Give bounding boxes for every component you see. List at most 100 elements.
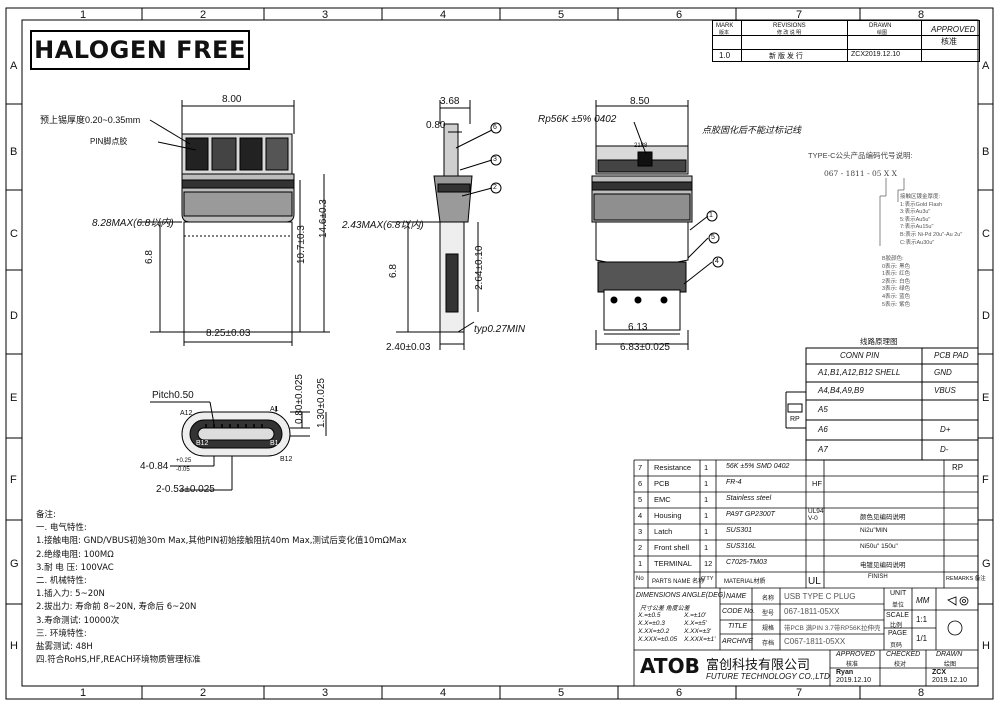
bom-cell-x: UL94 V-0 xyxy=(808,508,824,522)
notes-line: 四.符合RoHS,HF,REACH环境物质管理标准 xyxy=(36,655,201,666)
notes-line: 二. 机械特性: xyxy=(36,576,87,587)
col-label: 5 xyxy=(558,687,565,699)
rev-approved-header-cn: 核准 xyxy=(941,37,957,46)
bom-cell-qty: 12 xyxy=(704,559,713,568)
front-tin-label: 预上锡厚度0.20~0.35mm xyxy=(40,115,141,125)
row-label: F xyxy=(982,474,989,486)
bom-cell-rem: Ni50u" 150u" xyxy=(860,543,898,550)
side-balloon-3: 3 xyxy=(493,156,497,163)
tb-approved-by: Ryan xyxy=(836,669,854,676)
tb-approved-date: 2019.12.10 xyxy=(836,677,872,684)
rev-drawn-value: ZCX2019.12.10 xyxy=(851,51,901,58)
plug-b12: B12 xyxy=(280,456,293,463)
circuit-rp: RP xyxy=(790,416,800,423)
bom-table-lines xyxy=(633,459,978,686)
circuit-row-pin: A5 xyxy=(818,405,828,414)
circuit-row-pin: A7 xyxy=(818,445,828,454)
front-6-8-dim: 6.8 xyxy=(144,250,155,264)
notes-line: 1.接触电阻: GND/VBUS初始30m Max,其他PIN初始接触阻抗40m… xyxy=(36,536,407,547)
rev-revisions-header-cn: 修 改 说 明 xyxy=(777,30,802,36)
back-view xyxy=(591,100,724,350)
tb-scale-label: SCALE xyxy=(886,612,909,619)
bom-cell-name: PCB xyxy=(654,479,670,488)
back-code: 2188 xyxy=(634,143,648,149)
col-label: 1 xyxy=(80,687,87,699)
back-balloon-1: 1 xyxy=(709,212,713,219)
bom-cell-mat: Stainless steel xyxy=(726,495,772,502)
circuit-row-pad: GND xyxy=(934,368,952,377)
tb-code-cn: 型号 xyxy=(762,611,775,617)
back-6-83-dim: 6.83±0.025 xyxy=(620,342,670,353)
plug-b1: B1 xyxy=(270,440,279,447)
circuit-header-pad: PCB PAD xyxy=(934,351,969,360)
notes-line: 3.寿命测试: 10000次 xyxy=(36,615,120,626)
notes-line: 一. 电气特性: xyxy=(36,523,87,534)
typec-title: TYPE-C公头产品编码代号说明: xyxy=(808,151,913,160)
bom-cell-no: 2 xyxy=(638,543,643,552)
bom-head-finish: FINISH xyxy=(868,574,888,580)
tb-unit-label: UNIT xyxy=(890,590,907,597)
circuit-table-lines xyxy=(785,347,979,461)
notes-line: 1.插入力: 5~20N xyxy=(36,589,105,600)
tb-checked-cn: 校对 xyxy=(894,662,907,668)
row-label: C xyxy=(10,228,18,240)
bom-cell-no: 3 xyxy=(638,527,643,536)
bom-cell-qty: 1 xyxy=(704,543,709,552)
col-label: 6 xyxy=(676,687,683,699)
col-label: 8 xyxy=(918,687,925,699)
tb-unit-cn: 单位 xyxy=(892,603,905,609)
col-label: 3 xyxy=(322,687,329,699)
tb-page-label: PAGE xyxy=(888,630,907,637)
circuit-row-pin: A4,B4,A9,B9 xyxy=(818,386,864,395)
circuit-row-pad: VBUS xyxy=(934,386,956,395)
side-2-40-dim: 2.40±0.03 xyxy=(386,342,431,353)
col-label: 6 xyxy=(676,9,683,21)
back-8-50-dim: 8.50 xyxy=(630,96,650,107)
bom-cell-no: 1 xyxy=(638,559,643,568)
tb-drawn-by: ZCX xyxy=(932,669,946,676)
tb-unit-value: MM xyxy=(916,596,930,605)
row-label: A xyxy=(10,60,18,72)
row-label: B xyxy=(10,146,18,158)
tb-name-cn: 名称 xyxy=(762,596,775,602)
row-label: H xyxy=(10,640,18,652)
col-label: 2 xyxy=(200,9,207,21)
row-label: A xyxy=(982,60,990,72)
notes-line: 盐雾测试: 48H xyxy=(36,642,93,653)
front-max-dim: 8.28MAX(6.8以内) xyxy=(92,218,174,229)
plug-4-084-dim: 4-0.84 xyxy=(140,461,169,472)
front-glue-label: PIN脚点胶 xyxy=(90,137,128,146)
tb-scale-cn: 比例 xyxy=(890,623,903,629)
bom-cell-qty: 1 xyxy=(704,511,709,520)
bom-cell-no: 5 xyxy=(638,495,643,504)
bom-cell-no: 4 xyxy=(638,511,643,520)
tb-name-label: NAME xyxy=(726,593,747,600)
bom-cell-name: Resistance xyxy=(654,463,692,472)
side-3-68-dim: 3.68 xyxy=(440,96,460,107)
bom-cell-mat: 56K ±5% SMD 0402 xyxy=(726,463,790,470)
tb-drawn-label: DRAWN xyxy=(936,651,963,658)
col-label: 8 xyxy=(918,9,925,21)
company-name-en: FUTURE TECHNOLOGY CO.,LTD xyxy=(706,672,830,681)
plug-a1: A1 xyxy=(270,406,279,413)
notes-line: 2.拔出力: 寿命前 8~20N, 寿命后 6~20N xyxy=(36,602,197,613)
circuit-row-pad: D+ xyxy=(940,425,951,434)
col-label: 4 xyxy=(440,687,447,699)
side-max-dim: 2.43MAX(6.8以内) xyxy=(342,220,424,231)
bom-cell-name: Latch xyxy=(654,527,673,536)
front-14-6-dim: 14.6±0.3 xyxy=(318,199,329,238)
rev-mark-header-cn: 版本 xyxy=(719,30,730,36)
bom-head-qty: Q'TY xyxy=(701,576,714,582)
tb-page-value: 1/1 xyxy=(916,634,928,643)
row-label: H xyxy=(982,640,990,652)
tb-archive-value: C067-1811-05XX xyxy=(784,637,846,646)
bom-cell-name: EMC xyxy=(654,495,671,504)
plug-2-053-dim: 2-0.53±0.025 xyxy=(156,484,215,495)
tb-angle-tolerances: X.=±10'X.X=±5' X.XX=±3'X.XXX=±1' xyxy=(684,612,716,643)
side-balloon-2: 2 xyxy=(493,184,497,191)
bom-cell-qty: 1 xyxy=(704,527,709,536)
row-label: C xyxy=(982,228,990,240)
col-label: 1 xyxy=(80,9,87,21)
col-label: 3 xyxy=(322,9,329,21)
